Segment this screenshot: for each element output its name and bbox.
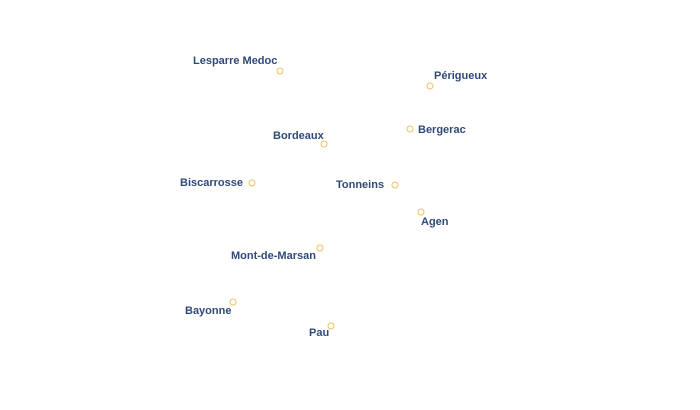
city-marker-perigueux[interactable] — [426, 82, 434, 90]
city-marker-tonneins[interactable] — [391, 181, 399, 189]
city-label-agen: Agen — [421, 216, 449, 228]
city-label-bergerac: Bergerac — [418, 124, 466, 136]
city-label-bayonne: Bayonne — [185, 305, 232, 317]
city-marker-bergerac[interactable] — [406, 125, 414, 133]
city-marker-bayonne[interactable] — [229, 298, 237, 306]
city-marker-agen[interactable] — [417, 208, 425, 216]
city-marker-mont-de-marsan[interactable] — [316, 244, 324, 252]
city-label-biscarrosse: Biscarrosse — [180, 177, 243, 189]
city-label-bordeaux: Bordeaux — [273, 130, 324, 142]
city-marker-pau[interactable] — [327, 322, 335, 330]
city-label-tonneins: Tonneins — [336, 179, 385, 191]
city-label-mont-de-marsan: Mont-de-Marsan — [231, 250, 316, 262]
city-marker-bordeaux[interactable] — [320, 140, 328, 148]
city-label-perigueux: Périgueux — [434, 70, 488, 82]
city-label-pau: Pau — [309, 327, 330, 339]
city-marker-biscarrosse[interactable] — [248, 179, 256, 187]
city-label-lesparre-medoc: Lesparre Medoc — [193, 55, 278, 67]
city-marker-lesparre-medoc[interactable] — [276, 67, 284, 75]
